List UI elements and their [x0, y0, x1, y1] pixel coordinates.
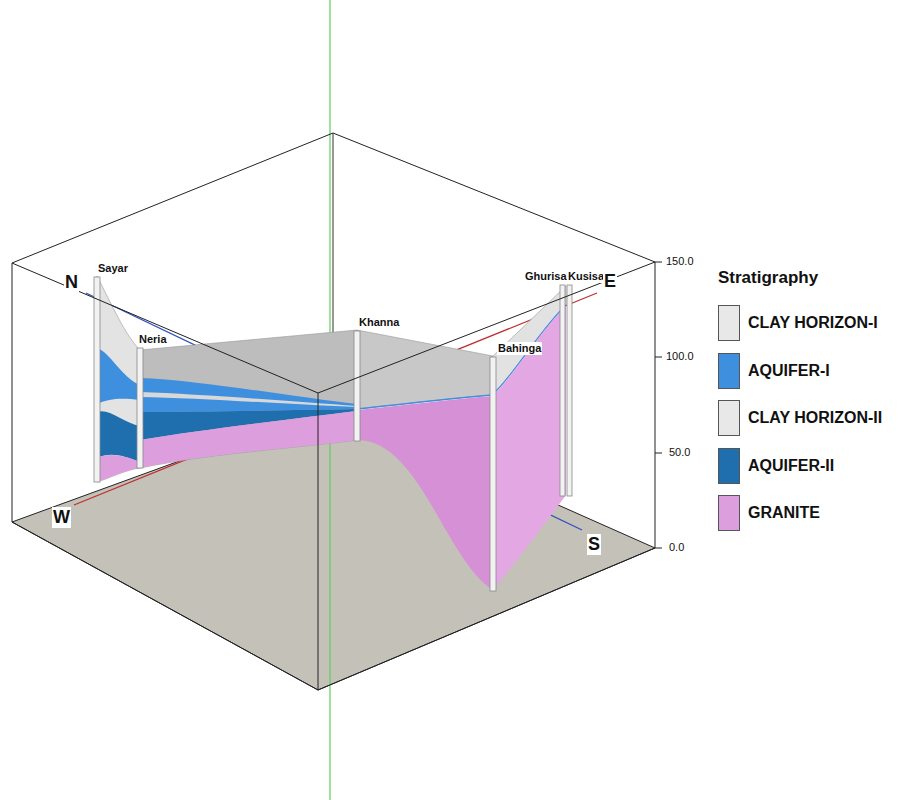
legend-entry: CLAY HORIZON-II	[718, 400, 882, 436]
axis-value: 0.0	[668, 541, 685, 554]
legend-swatch	[718, 448, 740, 484]
well-name: Ghurisa	[524, 270, 568, 283]
well-name: Kusisa	[567, 270, 605, 283]
legend-swatch	[718, 495, 740, 531]
well-name: Sayar	[97, 262, 129, 275]
fence-panel	[493, 286, 566, 590]
axis-value: 50.0	[668, 446, 691, 459]
axis-tick	[655, 262, 662, 548]
legend-label: AQUIFER-II	[748, 457, 834, 475]
legend-entry: GRANITE	[718, 495, 820, 531]
axis-value: 150.0	[665, 255, 695, 268]
legend-swatch	[718, 353, 740, 389]
compass-letter: S	[587, 534, 601, 555]
compass-letter: E	[603, 271, 617, 292]
well-name: Khanna	[358, 316, 400, 329]
well-name: Bahinga	[497, 342, 542, 355]
borehole	[94, 277, 572, 591]
fence-panel	[97, 276, 140, 482]
legend-label: AQUIFER-I	[748, 362, 830, 380]
legend-title: Stratigraphy	[717, 268, 819, 288]
legend-entry: AQUIFER-I	[718, 353, 830, 389]
legend-entry: AQUIFER-II	[718, 448, 834, 484]
compass-letter: N	[64, 272, 79, 293]
box-edge	[12, 133, 655, 690]
fence-panel	[357, 330, 493, 590]
legend-entry: CLAY HORIZON-I	[718, 305, 878, 341]
compass-letter: W	[52, 507, 71, 528]
legend-label: CLAY HORIZON-II	[748, 409, 882, 427]
legend-swatch	[718, 305, 740, 341]
legend-label: CLAY HORIZON-I	[748, 314, 878, 332]
legend-label: GRANITE	[748, 504, 820, 522]
axis-value: 100.0	[665, 350, 695, 363]
fence-panel	[140, 330, 357, 468]
well-name: Neria	[138, 333, 168, 346]
legend-swatch	[718, 400, 740, 436]
